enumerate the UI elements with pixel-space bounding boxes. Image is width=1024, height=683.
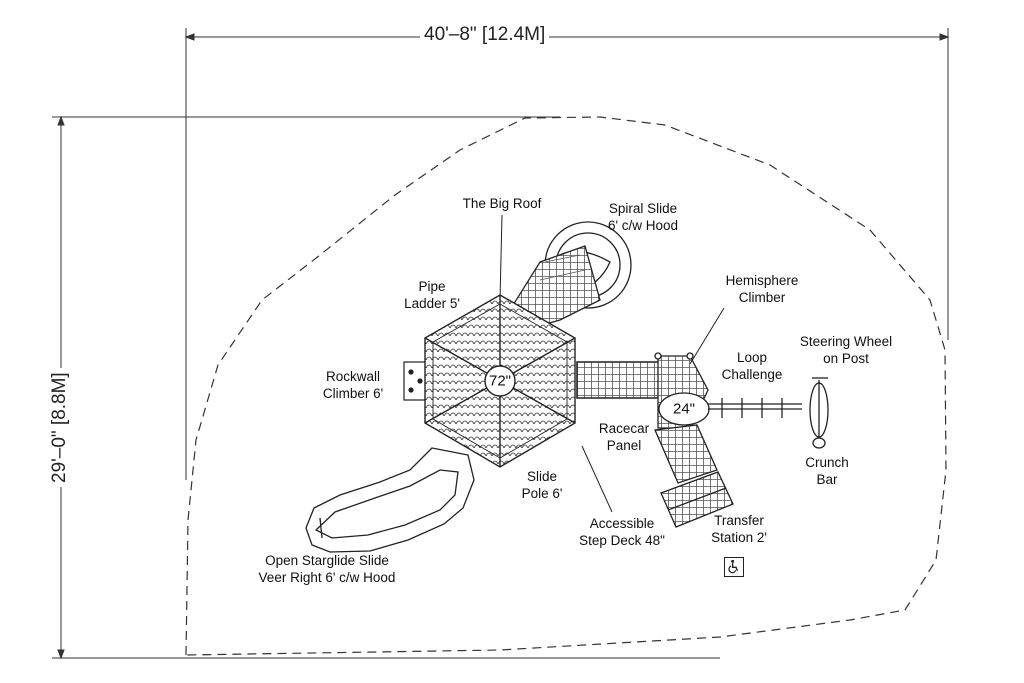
loop-challenge	[708, 398, 802, 418]
big-roof-leader	[499, 214, 503, 301]
starglide-slide	[305, 447, 475, 553]
height-dimension-label: 29'–0" [8.8M]	[49, 368, 71, 487]
use-zone-boundary	[185, 116, 947, 656]
width-dimension	[184, 28, 950, 480]
label-big-roof: The Big Roof	[462, 196, 542, 211]
main-deck-size: 72"	[488, 372, 512, 390]
wheelchair-icon	[724, 557, 744, 577]
main-hex-deck	[424, 294, 576, 468]
small-deck-size: 24"	[672, 400, 696, 418]
transfer-station	[660, 471, 734, 528]
racecar-panel	[576, 361, 660, 399]
step-deck	[654, 352, 718, 484]
hemisphere-leader	[689, 307, 725, 365]
width-dimension-label: 40'–8" [12.4M]	[420, 24, 550, 46]
steering-wheel	[809, 377, 829, 449]
step-deck-leader	[581, 445, 613, 513]
